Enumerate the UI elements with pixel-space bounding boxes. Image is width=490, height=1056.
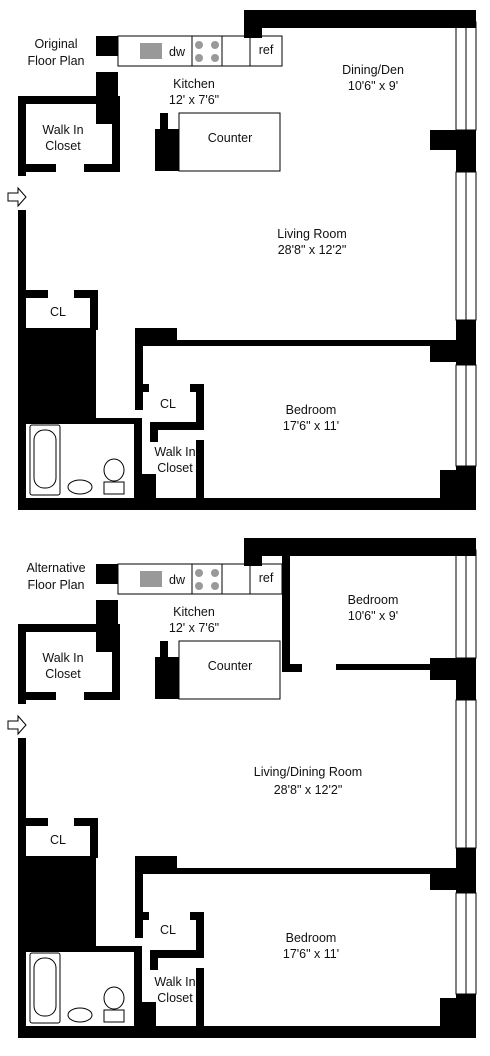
cl-bedroom-label: CL xyxy=(160,923,176,937)
dw-label: dw xyxy=(169,45,185,59)
sink-appliance xyxy=(140,43,162,59)
dw-label: dw xyxy=(169,573,185,587)
left-wall-upper xyxy=(18,96,26,176)
top-wall xyxy=(244,10,476,28)
cl-bedroom-label: CL xyxy=(160,397,176,411)
left-wall-lower xyxy=(18,210,26,510)
entry-arrow-icon xyxy=(7,186,27,208)
entry-arrow-icon xyxy=(7,714,27,736)
cl-left-label: CL xyxy=(50,833,66,847)
plan-title: Alternative Floor Plan xyxy=(26,561,86,592)
plan-title: Original Floor Plan xyxy=(27,37,85,68)
sink-appliance xyxy=(140,571,162,587)
stove-burners xyxy=(195,569,219,590)
bottom-wall xyxy=(18,498,476,510)
counter-label: Counter xyxy=(207,659,253,673)
stairs-block xyxy=(26,328,96,420)
floor-plan-drawing xyxy=(7,538,477,1038)
ref-label: ref xyxy=(258,43,274,57)
stove-burners xyxy=(195,41,219,62)
counter-label: Counter xyxy=(207,131,253,145)
cl-left-label: CL xyxy=(50,305,66,319)
ref-label: ref xyxy=(258,571,274,585)
floor-plan-drawing xyxy=(7,10,477,510)
